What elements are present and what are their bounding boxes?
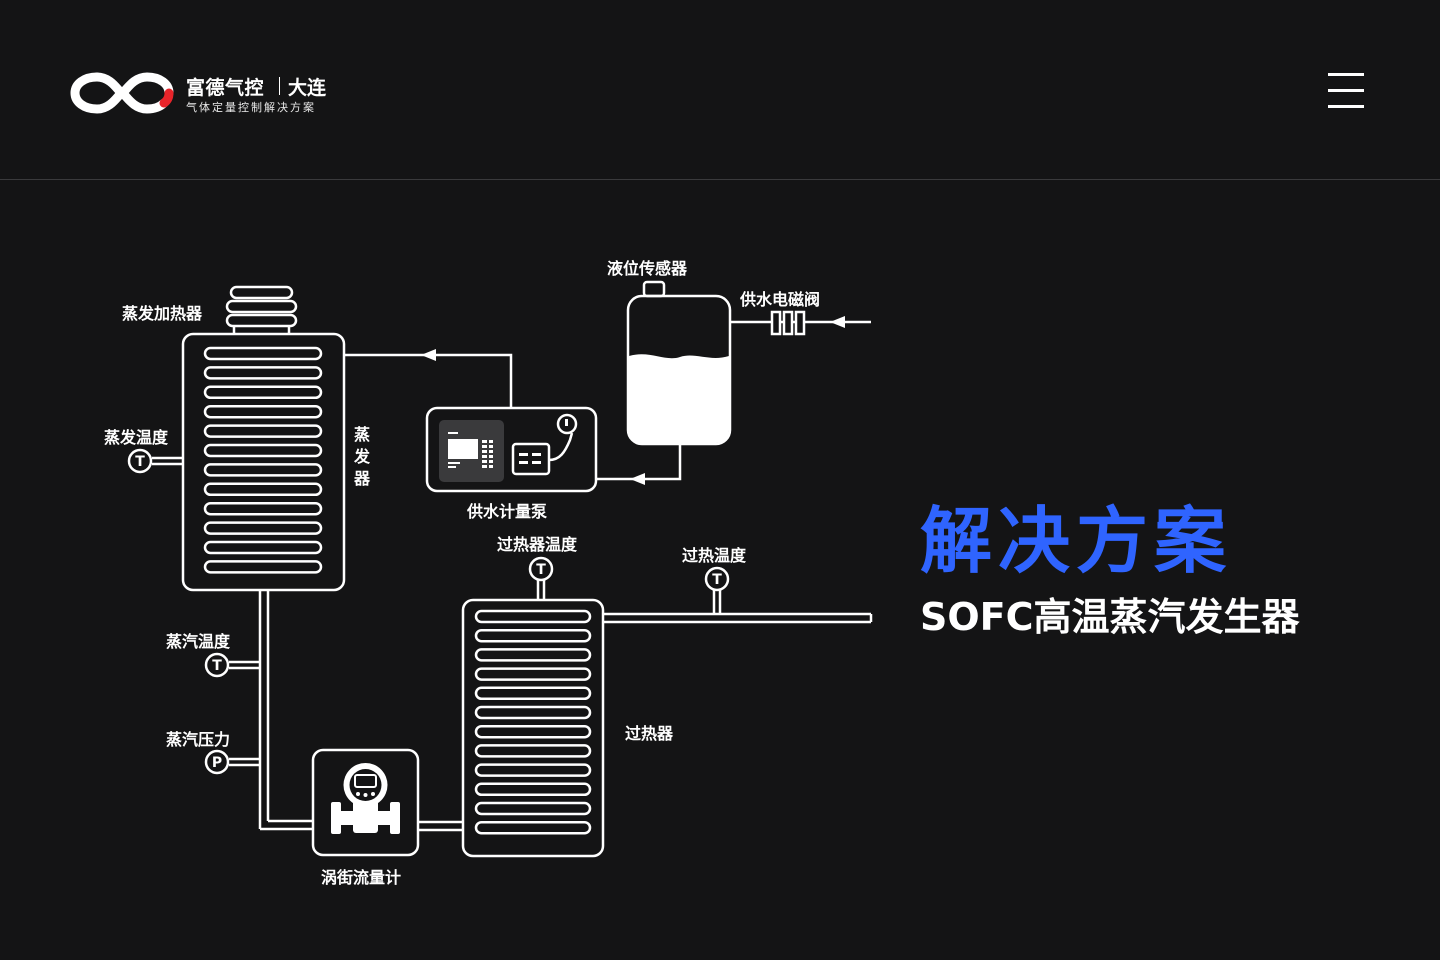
solenoid-valve-icon xyxy=(770,310,782,336)
coil-loop xyxy=(474,667,592,681)
coil-loop xyxy=(474,782,592,797)
coil-loop xyxy=(474,609,592,624)
coil-loop xyxy=(474,686,592,701)
sensor-symbol-label: T xyxy=(135,454,145,470)
evaporation-temp-sensor-icon: T xyxy=(127,448,153,474)
superheat-temp-label: 过热温度 xyxy=(682,546,747,565)
brand-name: 富德气控 xyxy=(186,77,265,99)
coil-loop xyxy=(474,628,592,643)
coil-loop xyxy=(474,744,592,758)
brand-logo[interactable]: 富德气控 大连 气体定量控制解决方案 xyxy=(70,68,370,118)
water-metering-pump-label: 供水计量泵 xyxy=(467,502,548,521)
coil-loop xyxy=(474,801,592,816)
evaporation-heater-label: 蒸发加热器 xyxy=(122,304,203,323)
coil-loop xyxy=(203,366,323,380)
coil-loop xyxy=(203,404,323,419)
evaporation-heater-icon xyxy=(225,285,298,334)
flow-arrow-icon xyxy=(421,349,436,361)
evaporation-temp-label: 蒸发温度 xyxy=(104,428,169,447)
coil-loop xyxy=(203,424,323,438)
superheater-temp-label: 过热器温度 xyxy=(497,535,578,554)
steam-pressure-label: 蒸汽压力 xyxy=(166,730,231,749)
level-sensor-tank xyxy=(626,294,732,446)
coil-loop xyxy=(203,521,323,535)
coil-loop xyxy=(203,501,323,516)
evaporator-label: 蒸发器 xyxy=(353,425,370,488)
superheater-coils xyxy=(474,609,592,835)
steam-temp-label: 蒸汽温度 xyxy=(166,632,231,651)
level-sensor-label: 液位传感器 xyxy=(607,259,688,278)
vortex-flowmeter-box xyxy=(311,748,420,857)
coil-loop xyxy=(203,482,323,497)
coil-loop xyxy=(474,724,592,739)
coil-loop xyxy=(203,463,323,477)
sensor-symbol-label: T xyxy=(536,562,546,578)
coil-loop xyxy=(203,346,323,361)
vortex-flowmeter-label: 涡街流量计 xyxy=(321,868,402,887)
coil-loop xyxy=(474,763,592,777)
brand-divider xyxy=(279,77,280,95)
section-title: 解决方案 xyxy=(920,499,1233,583)
steam-pressure-sensor-icon: P xyxy=(204,749,230,775)
coil-loop xyxy=(203,560,323,574)
superheat-temp-sensor-icon: T xyxy=(704,566,730,592)
hamburger-menu-icon[interactable] xyxy=(1328,73,1364,109)
coil-loop xyxy=(474,820,592,835)
steam-temp-sensor-icon: T xyxy=(204,652,230,678)
sensor-symbol-label: P xyxy=(212,755,222,771)
superheater-temp-sensor-icon: T xyxy=(528,556,554,582)
evaporator-tank xyxy=(181,332,346,592)
coil-loop xyxy=(203,540,323,555)
brand-city: 大连 xyxy=(288,77,327,99)
vortex-flowmeter-icon xyxy=(331,763,400,834)
coil-loop xyxy=(474,705,592,720)
infinity-logo-icon xyxy=(70,72,174,114)
sensor-symbol-label: T xyxy=(712,572,722,588)
evaporator-coils xyxy=(203,346,323,574)
coil-loop xyxy=(203,385,323,400)
coil-loop xyxy=(474,648,592,662)
flow-arrow-icon xyxy=(630,473,645,485)
coil-loop xyxy=(203,443,323,458)
brand-tagline: 气体定量控制解决方案 xyxy=(186,101,316,114)
superheater-tank xyxy=(461,598,605,858)
water-solenoid-valve-label: 供水电磁阀 xyxy=(740,290,821,309)
site-header: 富德气控 大连 气体定量控制解决方案 xyxy=(0,0,1440,180)
section-subtitle: SOFC高温蒸汽发生器 xyxy=(920,595,1300,639)
water-level-fill xyxy=(629,354,729,443)
superheater-label: 过热器 xyxy=(625,724,674,743)
sensor-symbol-label: T xyxy=(212,658,222,674)
flow-arrow-icon xyxy=(830,316,845,328)
